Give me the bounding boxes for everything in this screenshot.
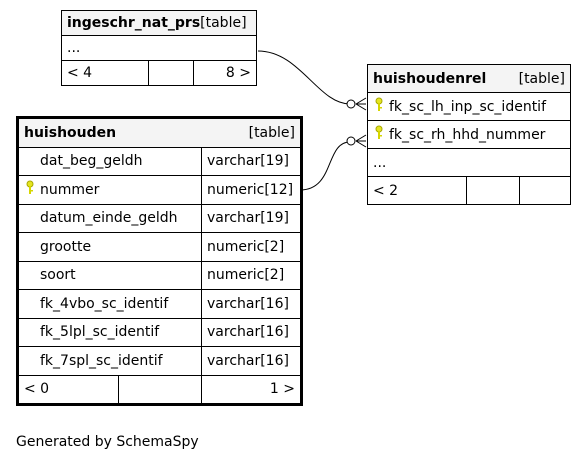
relationship-line-ingeschr-to-huishoudenrel	[257, 50, 351, 105]
parents-count[interactable]: < 0	[17, 374, 119, 405]
parents-count[interactable]: < 4	[61, 60, 149, 86]
column-type: varchar[19]	[201, 146, 302, 176]
column-type: numeric[12]	[201, 175, 302, 205]
table-type: [table]	[518, 70, 565, 87]
column-name-cell[interactable]: dat_beg_geldh	[17, 146, 202, 176]
zero-many-marker	[346, 136, 356, 146]
column-name: grootte	[40, 238, 92, 255]
table-name: huishoudenrel	[373, 70, 487, 87]
column-name: nummer	[40, 181, 100, 198]
zero-many-marker	[346, 99, 356, 109]
more-columns: ...	[61, 35, 257, 61]
table-header[interactable]: ingeschr_nat_prs[table]	[61, 10, 257, 36]
children-count[interactable]	[519, 176, 571, 205]
column-name: dat_beg_geldh	[40, 153, 143, 170]
column-type: numeric[2]	[201, 232, 302, 262]
table-header[interactable]: huishouden [table]	[17, 117, 302, 148]
column-name-cell[interactable]: grootte	[17, 232, 202, 262]
rows-count	[466, 176, 520, 205]
key-icon	[373, 97, 389, 117]
table-huishoudenrel[interactable]: huishoudenrel [table] fk_sc_lh_inp_sc_ide…	[367, 64, 571, 205]
column-name-cell[interactable]: datum_einde_geldh	[17, 203, 202, 233]
column-name: fk_7spl_sc_identif	[40, 352, 163, 369]
table-type: [table]	[200, 15, 247, 31]
column-type: varchar[16]	[201, 317, 302, 347]
column-name: fk_5lpl_sc_identif	[40, 324, 160, 341]
column-type: varchar[16]	[201, 346, 302, 376]
column-name-cell[interactable]: soort	[17, 260, 202, 290]
table-huishouden[interactable]: huishouden [table] dat_beg_geldh varchar[…	[16, 116, 303, 406]
more-columns: ...	[367, 148, 571, 177]
table-name: ingeschr_nat_prs	[67, 15, 201, 31]
column-name: fk_sc_rh_hhd_nummer	[389, 126, 546, 143]
table-ingeschr-nat-prs[interactable]: ingeschr_nat_prs[table] ... < 4 8 >	[61, 10, 257, 86]
key-icon	[24, 180, 40, 200]
column-name: fk_4vbo_sc_identif	[40, 295, 169, 312]
rows-count	[117, 374, 203, 405]
children-count[interactable]: 1 >	[201, 374, 302, 405]
column-name-cell[interactable]: nummer	[17, 175, 202, 205]
table-name: huishouden	[24, 124, 117, 141]
footer-credit: Generated by SchemaSpy	[16, 434, 199, 450]
key-icon	[373, 125, 389, 145]
crowfoot-marker	[355, 134, 367, 148]
column-type: varchar[16]	[201, 289, 302, 319]
table-type: [table]	[248, 124, 295, 141]
column-row[interactable]: fk_sc_rh_hhd_nummer	[367, 120, 571, 149]
column-name-cell[interactable]: fk_4vbo_sc_identif	[17, 289, 202, 319]
column-name-cell[interactable]: fk_7spl_sc_identif	[17, 346, 202, 376]
relationship-line-huishouden-to-huishoudenrel	[299, 141, 351, 191]
rows-count	[148, 60, 194, 86]
table-header[interactable]: huishoudenrel [table]	[367, 64, 571, 93]
parents-count[interactable]: < 2	[367, 176, 467, 205]
column-name-cell[interactable]: fk_5lpl_sc_identif	[17, 317, 202, 347]
children-count[interactable]: 8 >	[193, 60, 257, 86]
column-type: numeric[2]	[201, 260, 302, 290]
column-name: soort	[40, 267, 76, 284]
crowfoot-marker	[355, 97, 367, 111]
column-row[interactable]: fk_sc_lh_inp_sc_identif	[367, 92, 571, 121]
column-name: fk_sc_lh_inp_sc_identif	[389, 98, 547, 115]
column-name: datum_einde_geldh	[40, 210, 178, 227]
column-type: varchar[19]	[201, 203, 302, 233]
